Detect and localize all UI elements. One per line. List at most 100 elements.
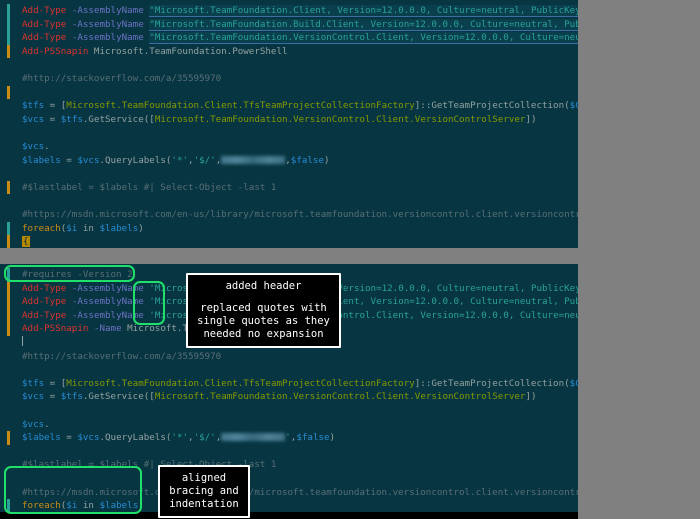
code-token-var: $labels bbox=[22, 154, 61, 166]
gutter-marker-none bbox=[7, 72, 10, 86]
code-token-op: , bbox=[188, 154, 194, 166]
code-line[interactable]: #http://stackoverflow.com/a/35595970 bbox=[0, 350, 578, 364]
code-token-var: $vcs bbox=[22, 140, 45, 152]
code-token-op: = bbox=[44, 113, 61, 125]
code-line[interactable]: $labels = $vcs.QueryLabels('*','$/',,$fa… bbox=[0, 154, 578, 168]
code-token-var: $labels bbox=[99, 222, 139, 234]
code-line[interactable]: Add-Type -AssemblyName "Microsoft.TeamFo… bbox=[0, 4, 578, 18]
code-token-type: Microsoft.TeamFoundation.VersionControl.… bbox=[154, 113, 526, 125]
gutter-marker-green bbox=[7, 31, 10, 45]
code-line[interactable]: $labels = $vcs.QueryLabels('*','$/',',$f… bbox=[0, 431, 578, 445]
redacted-value bbox=[221, 433, 286, 442]
gutter-marker-orange bbox=[7, 281, 10, 296]
code-token-cmt: #https://msdn.microsoft.com/en-us/librar… bbox=[22, 208, 578, 220]
note-aligned-bracing: aligned bracing and indentation bbox=[158, 465, 250, 518]
code-token-op: in bbox=[77, 222, 100, 234]
code-line[interactable] bbox=[0, 167, 578, 181]
code-token-op: , bbox=[215, 432, 222, 444]
code-line[interactable] bbox=[0, 126, 578, 140]
code-token-op: .GetService([ bbox=[82, 113, 155, 125]
code-token-var: $labels bbox=[22, 432, 61, 444]
code-token-cmd: Add-Type bbox=[22, 32, 67, 44]
code-token-cmt: #$lastlabel = $labels #| Select-Object -… bbox=[22, 181, 277, 193]
code-line[interactable]: #https://msdn.microsoft.com/en-us/librar… bbox=[0, 486, 578, 500]
code-line[interactable]: #requires -Version 2 bbox=[0, 268, 578, 282]
code-line[interactable]: Add-Type -AssemblyName "Microsoft.TeamFo… bbox=[0, 17, 578, 32]
editor-panel-before[interactable]: Add-Type -AssemblyName "Microsoft.TeamFo… bbox=[0, 0, 578, 248]
code-line[interactable]: #$lastlabel = $labels #| Select-Object -… bbox=[0, 180, 578, 195]
code-line[interactable]: Add-Type -AssemblyName "Microsoft.TeamFo… bbox=[0, 31, 578, 45]
code-line[interactable] bbox=[0, 404, 578, 418]
code-line[interactable]: $tfs = [Microsoft.TeamFoundation.Client.… bbox=[0, 99, 578, 113]
code-line[interactable]: $vcs = $tfs.GetService([Microsoft.TeamFo… bbox=[0, 390, 578, 404]
code-line[interactable]: Add-PSSnapin -Name Microsoft.TeamF bbox=[0, 322, 578, 336]
code-line[interactable] bbox=[0, 363, 578, 377]
code-token-op: ) bbox=[138, 222, 144, 234]
code-token-cmd: Add-Type bbox=[22, 5, 67, 16]
code-token-kw: foreach bbox=[22, 222, 61, 234]
code-before[interactable]: Add-Type -AssemblyName "Microsoft.TeamFo… bbox=[0, 0, 578, 248]
code-line[interactable]: foreach($i in $labels) bbox=[0, 499, 578, 513]
code-line[interactable]: $vcs. bbox=[0, 140, 578, 154]
code-line[interactable]: $vcs = $tfs.GetService([Microsoft.TeamFo… bbox=[0, 113, 578, 127]
code-token-dq: "Microsoft.TeamFoundation.VersionControl… bbox=[149, 32, 578, 45]
backdrop-right-bottom bbox=[578, 264, 700, 519]
code-token-var: $tfs bbox=[60, 391, 83, 403]
code-line[interactable] bbox=[0, 58, 578, 72]
gutter-marker-none bbox=[7, 208, 10, 222]
code-token-str: '*' bbox=[171, 154, 189, 166]
code-token-param: -AssemblyName bbox=[71, 309, 144, 321]
gutter-marker-orange bbox=[7, 235, 10, 248]
code-line[interactable] bbox=[0, 335, 578, 350]
code-token-op: ) bbox=[138, 500, 144, 512]
code-token-op: . bbox=[44, 418, 50, 430]
code-token-dq: "Microsoft.TeamFoundation.Client, Versio… bbox=[149, 5, 578, 17]
code-token-op: ]::GetTeamProjectCollection( bbox=[414, 377, 570, 389]
gutter-marker-orange bbox=[7, 44, 10, 59]
code-line[interactable]: #https://msdn.microsoft.com/en-us/librar… bbox=[0, 208, 578, 222]
note-body: replaced quotes with single quotes as th… bbox=[197, 302, 330, 340]
code-line[interactable]: $vcs. bbox=[0, 418, 578, 432]
code-token-param: -AssemblyName bbox=[71, 18, 144, 30]
gutter-marker-none bbox=[7, 167, 10, 181]
code-line[interactable] bbox=[0, 445, 578, 459]
code-token-var: $labels bbox=[99, 500, 139, 512]
code-token-var: $vcs bbox=[22, 418, 45, 430]
code-line[interactable]: foreach($i in $labels) bbox=[0, 221, 578, 236]
code-line[interactable]: #$lastlabel = $labels #| Select-Object -… bbox=[0, 458, 578, 472]
code-token-plain: Microsoft.TeamF bbox=[121, 323, 211, 335]
redacted-value bbox=[221, 155, 286, 164]
code-token-op: ( bbox=[60, 500, 67, 512]
code-line[interactable]: #http://stackoverflow.com/a/35595970 bbox=[0, 72, 578, 86]
code-token-op: in bbox=[77, 500, 100, 512]
note-body: aligned bracing and indentation bbox=[169, 472, 239, 510]
code-token-param: -AssemblyName bbox=[71, 5, 144, 16]
gutter-marker-none bbox=[7, 418, 10, 432]
code-token-op: ) bbox=[324, 154, 330, 166]
gutter-marker-orange bbox=[7, 295, 10, 309]
gutter-marker-none bbox=[7, 113, 10, 127]
code-line[interactable] bbox=[0, 472, 578, 486]
code-token-param: -AssemblyName bbox=[71, 296, 144, 308]
code-line[interactable] bbox=[0, 85, 578, 100]
gutter-marker-none bbox=[7, 140, 10, 154]
gutter-marker-none bbox=[7, 377, 10, 391]
gutter-marker-none bbox=[7, 194, 10, 208]
code-line[interactable]: Add-PSSnapin Microsoft.TeamFoundation.Po… bbox=[0, 44, 578, 59]
code-line[interactable] bbox=[0, 194, 578, 208]
code-token-dq: "Microsoft.TeamFoundation.Build.Client, … bbox=[149, 18, 578, 31]
code-token-str: ' bbox=[285, 432, 291, 444]
code-token-type: Microsoft.TeamFoundation.VersionControl.… bbox=[154, 391, 526, 403]
gutter-marker-none bbox=[7, 154, 10, 168]
gutter-marker-none bbox=[7, 445, 10, 459]
gutter-marker-none bbox=[7, 350, 10, 364]
code-line[interactable]: { bbox=[0, 235, 578, 248]
code-line[interactable]: $tfs = [Microsoft.TeamFoundation.Client.… bbox=[0, 377, 578, 391]
code-token-var: $i bbox=[66, 222, 78, 234]
code-token-op: ]) bbox=[525, 113, 537, 125]
code-token-var: $vcs bbox=[22, 113, 45, 125]
code-token-op: .QueryLabels( bbox=[99, 432, 172, 444]
gutter-marker-none bbox=[7, 99, 10, 113]
